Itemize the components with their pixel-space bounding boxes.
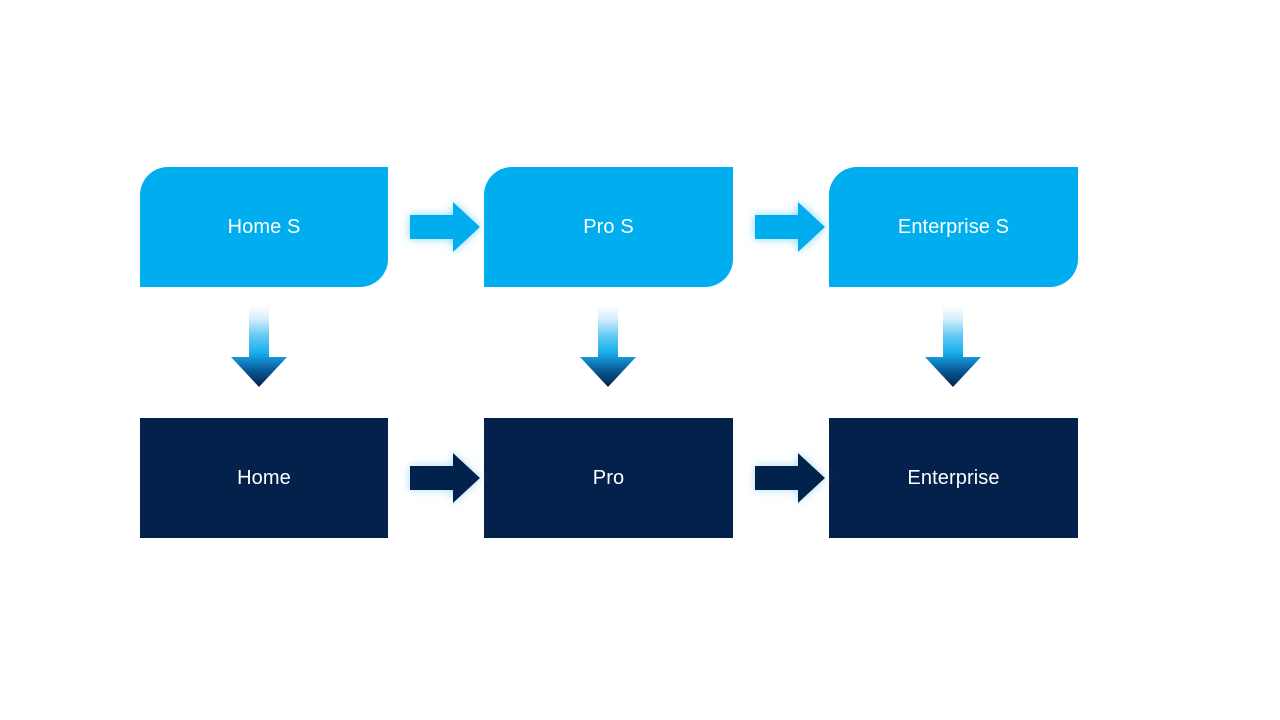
node-label: Home S [227, 216, 301, 238]
node-enterprise-s[interactable]: Enterprise S [829, 167, 1078, 287]
arrow-down-icon [925, 305, 981, 387]
node-pro-s[interactable]: Pro S [484, 167, 733, 287]
node-enterprise[interactable]: Enterprise [829, 418, 1078, 538]
arrow-right-icon [410, 202, 480, 252]
arrow-right-icon [755, 202, 825, 252]
arrow-home-s-to-pro-s [408, 198, 482, 256]
node-label: Home [237, 467, 291, 489]
node-label: Pro [592, 467, 625, 489]
node-home[interactable]: Home [140, 418, 388, 538]
arrow-enterprise-s-to-enterprise [922, 305, 984, 389]
arrow-pro-to-enterprise [753, 449, 827, 507]
arrow-home-to-pro [408, 449, 482, 507]
node-home-s[interactable]: Home S [140, 167, 388, 287]
arrow-pro-s-to-enterprise-s [753, 198, 827, 256]
arrow-down-icon [580, 305, 636, 387]
node-label: Pro S [583, 216, 634, 238]
node-label: Enterprise [907, 467, 1000, 489]
arrow-right-icon [755, 453, 825, 503]
node-label: Enterprise S [897, 216, 1010, 238]
arrow-right-icon [410, 453, 480, 503]
node-pro[interactable]: Pro [484, 418, 733, 538]
arrow-pro-s-to-pro [577, 305, 639, 389]
arrow-home-s-to-home [228, 305, 290, 389]
arrow-down-icon [231, 305, 287, 387]
